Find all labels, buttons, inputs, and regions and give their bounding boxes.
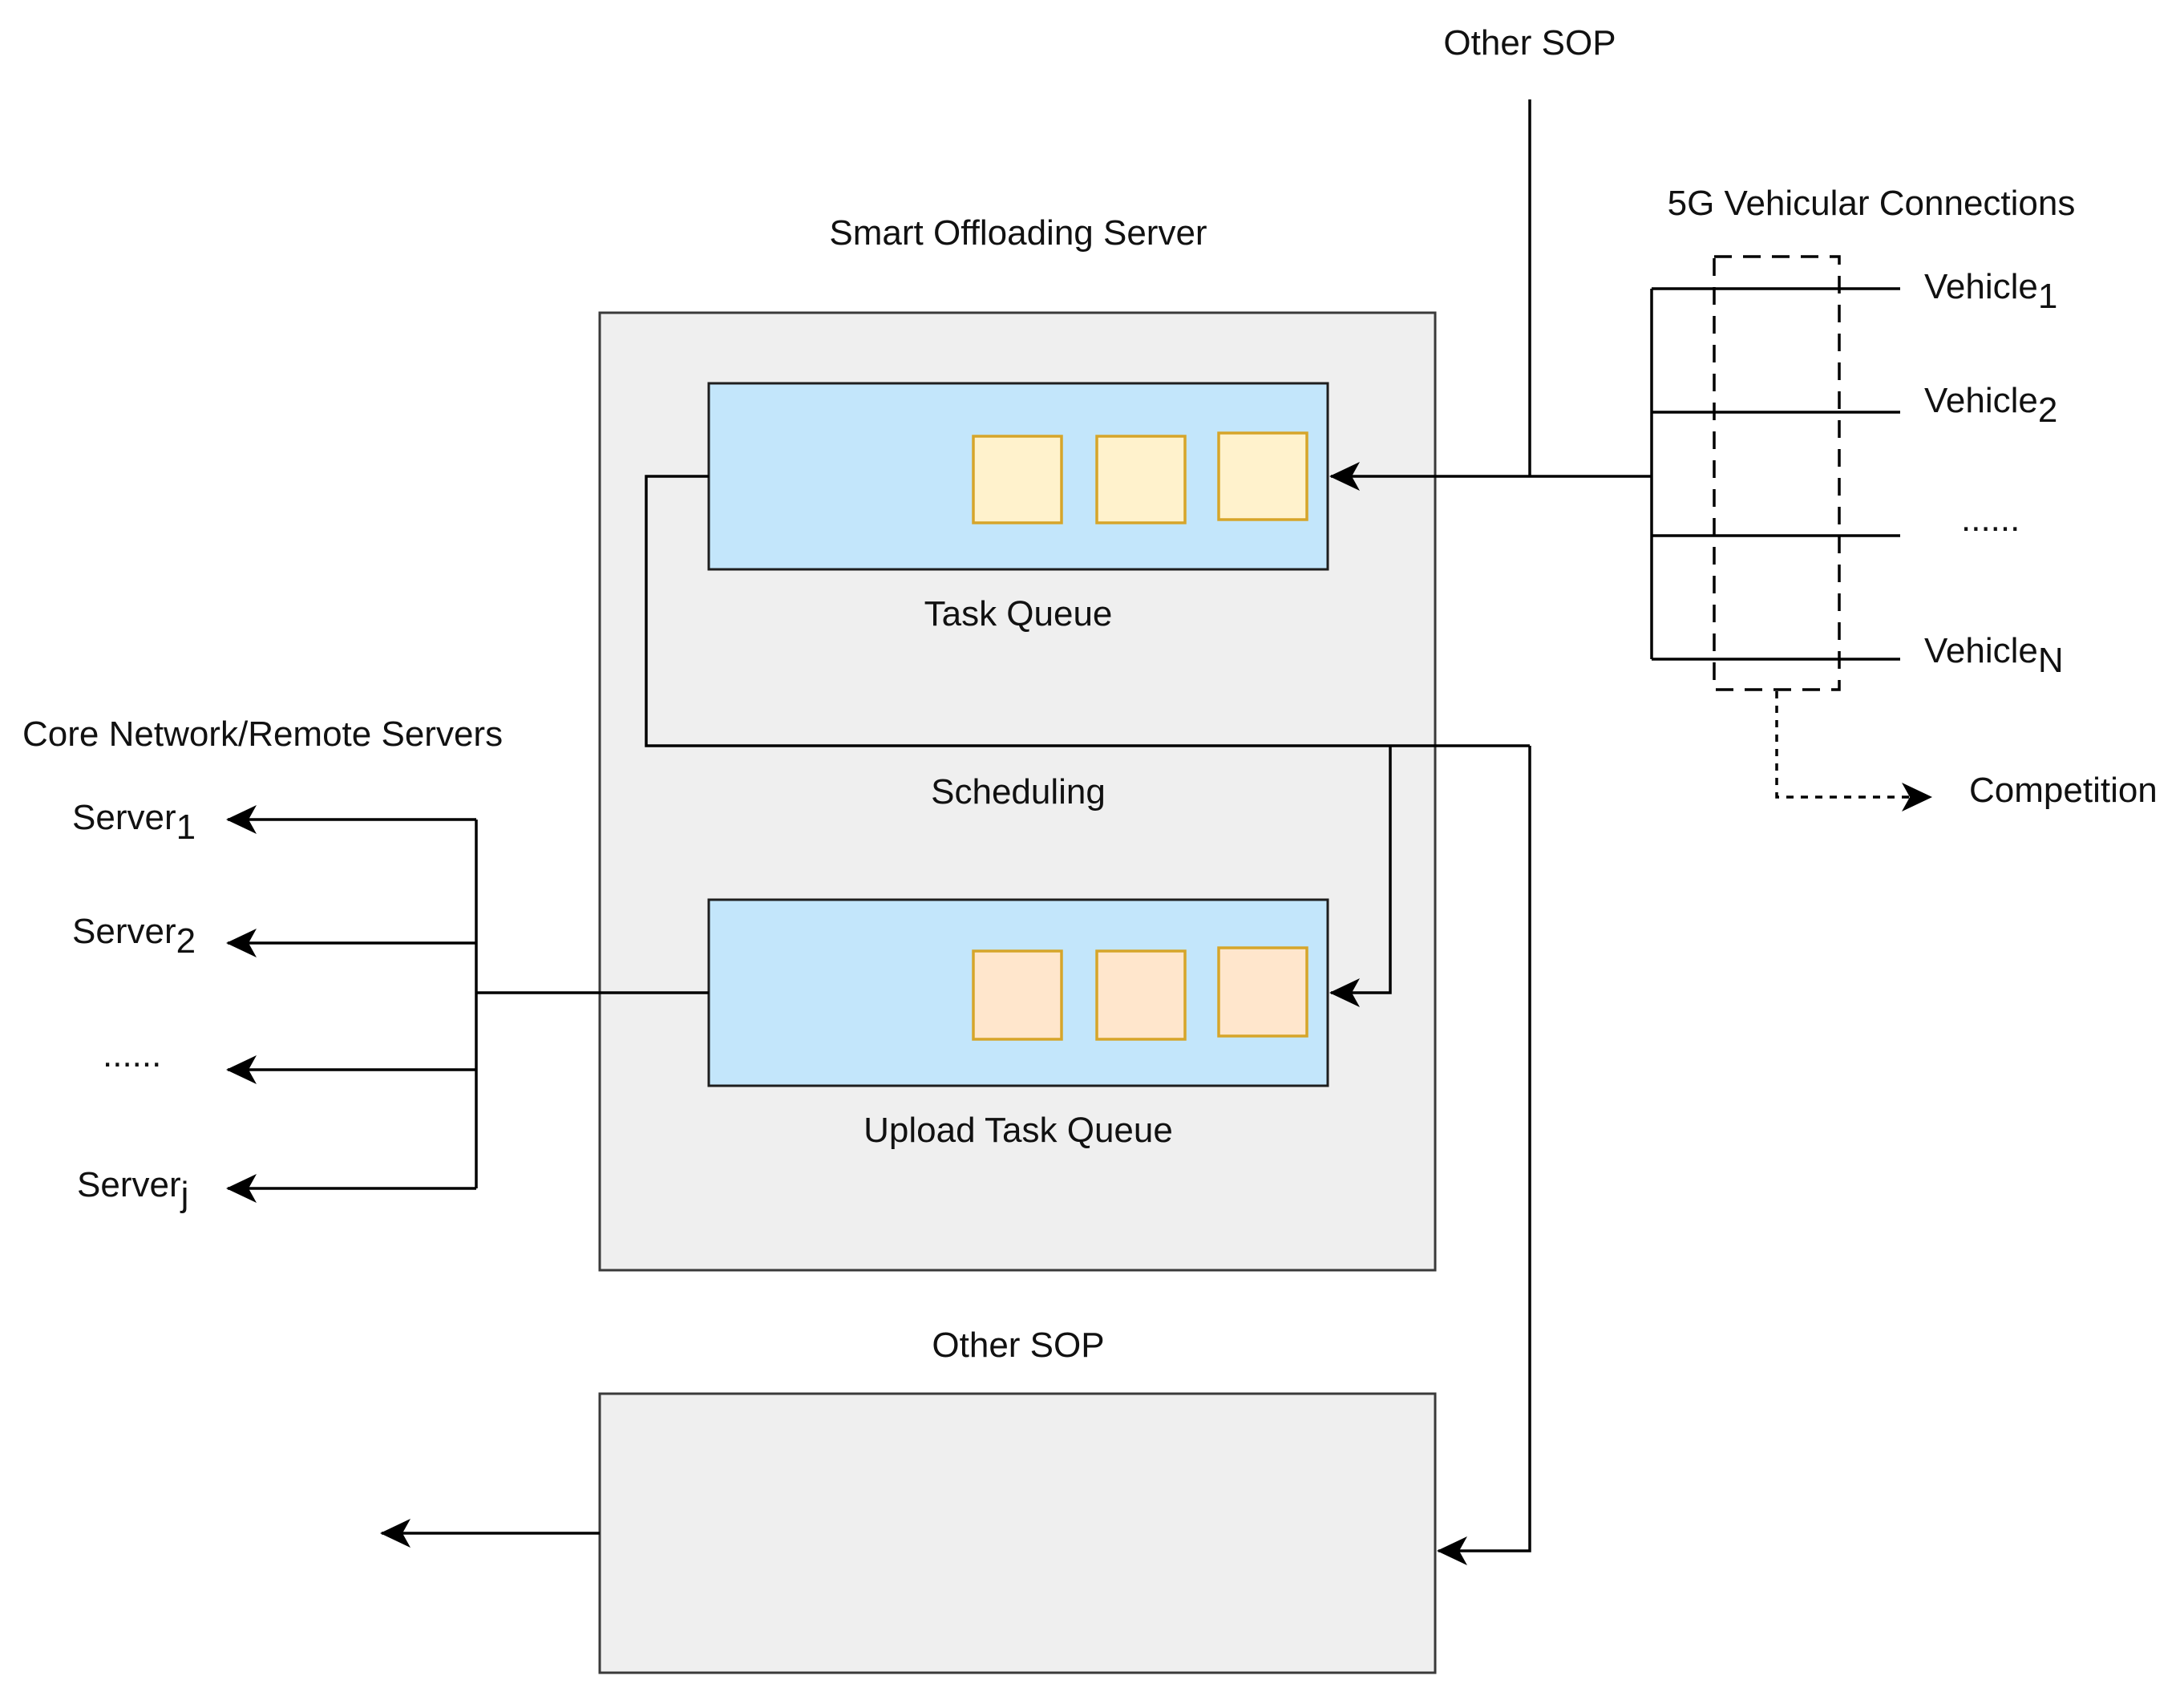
task-item	[1095, 435, 1187, 524]
vehicle-label-ellipsis: ......	[1961, 500, 2020, 539]
upload-task-item	[1217, 946, 1308, 1038]
vehicle-label-2: Vehicle2	[1924, 381, 2057, 430]
other-sop-top-label: Other SOP	[1443, 23, 1616, 63]
competition-arrow	[1775, 691, 1932, 812]
upload-task-queue-label: Upload Task Queue	[863, 1111, 1173, 1150]
vehicular-connections-heading: 5G Vehicular Connections	[1668, 184, 2076, 223]
task-item	[1217, 431, 1308, 521]
task-queue-items	[972, 431, 1308, 524]
core-network-heading: Core Network/Remote Servers	[22, 714, 503, 754]
scheduling-to-upload-arrow	[1329, 746, 1392, 1007]
upload-task-item	[1095, 949, 1187, 1041]
upload-task-item	[972, 949, 1063, 1041]
server-label-1: Server1	[72, 798, 196, 847]
scheduling-to-other-sop-arrow	[1437, 746, 1531, 1565]
server-label-ellipsis: ......	[103, 1035, 161, 1075]
vehicle-label-1: Vehicle1	[1924, 267, 2057, 316]
vehicle-label-n: VehicleN	[1924, 631, 2064, 680]
server-label-j: Serverj	[77, 1165, 188, 1214]
scheduling-label: Scheduling	[931, 772, 1106, 812]
competition-group-box	[1713, 255, 1841, 691]
upload-queue-items	[972, 946, 1308, 1041]
other-sop-box	[598, 1392, 1437, 1674]
other-sop-bottom-label: Other SOP	[932, 1326, 1104, 1365]
competition-label: Competition	[1969, 771, 2158, 810]
smart-offloading-server-title: Smart Offloading Server	[829, 213, 1207, 253]
task-item	[972, 435, 1063, 524]
task-queue-output-line	[645, 475, 1530, 747]
server-label-2: Server2	[72, 912, 196, 961]
task-queue-label: Task Queue	[924, 594, 1113, 633]
